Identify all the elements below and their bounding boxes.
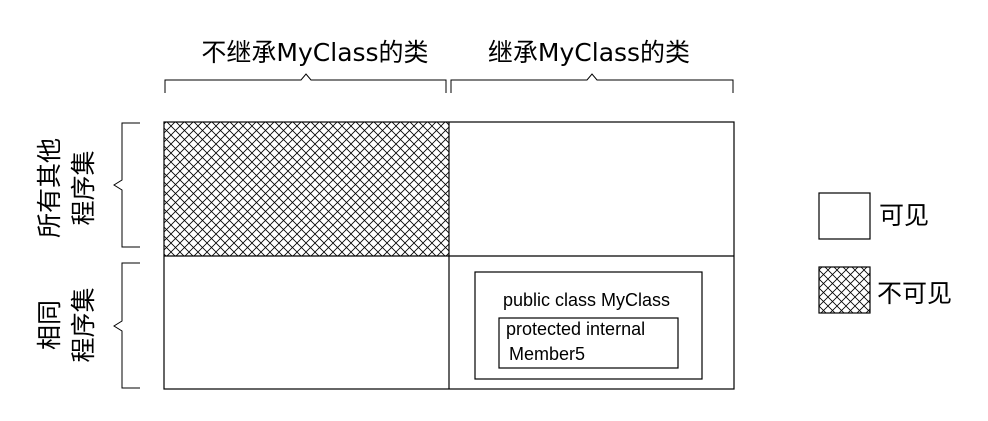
- row-label-other-assemblies: 所有其他 程序集: [35, 138, 98, 238]
- cell-same-assembly-non-inheriting: [164, 256, 449, 389]
- member-box: [498, 317, 679, 369]
- row-brace-other-assemblies: [113, 122, 140, 248]
- column-brace-non-inheriting: [164, 73, 447, 93]
- svg-text:所有其他: 所有其他: [35, 138, 64, 238]
- legend-invisible-label: 不可见: [877, 279, 952, 308]
- legend-invisible-swatch: [818, 266, 871, 314]
- legend-visible-label: 可见: [879, 201, 929, 230]
- class-declaration: public class MyClass: [503, 290, 670, 310]
- svg-text:程序集: 程序集: [69, 287, 98, 362]
- member-modifiers: protected internal: [506, 319, 645, 339]
- column-header-non-inheriting: 不继承MyClass的类: [201, 38, 428, 67]
- cell-other-assemblies-inheriting: [449, 122, 734, 256]
- row-brace-same-assembly: [113, 262, 140, 389]
- cell-other-assemblies-non-inheriting: [164, 122, 449, 256]
- svg-text:程序集: 程序集: [69, 150, 98, 225]
- legend-visible-swatch: [818, 192, 871, 240]
- svg-text:相同: 相同: [35, 300, 64, 350]
- column-header-inheriting: 继承MyClass的类: [488, 38, 690, 67]
- column-brace-inheriting: [450, 73, 734, 93]
- row-label-same-assembly: 相同 程序集: [35, 287, 98, 362]
- member-name: Member5: [509, 344, 585, 364]
